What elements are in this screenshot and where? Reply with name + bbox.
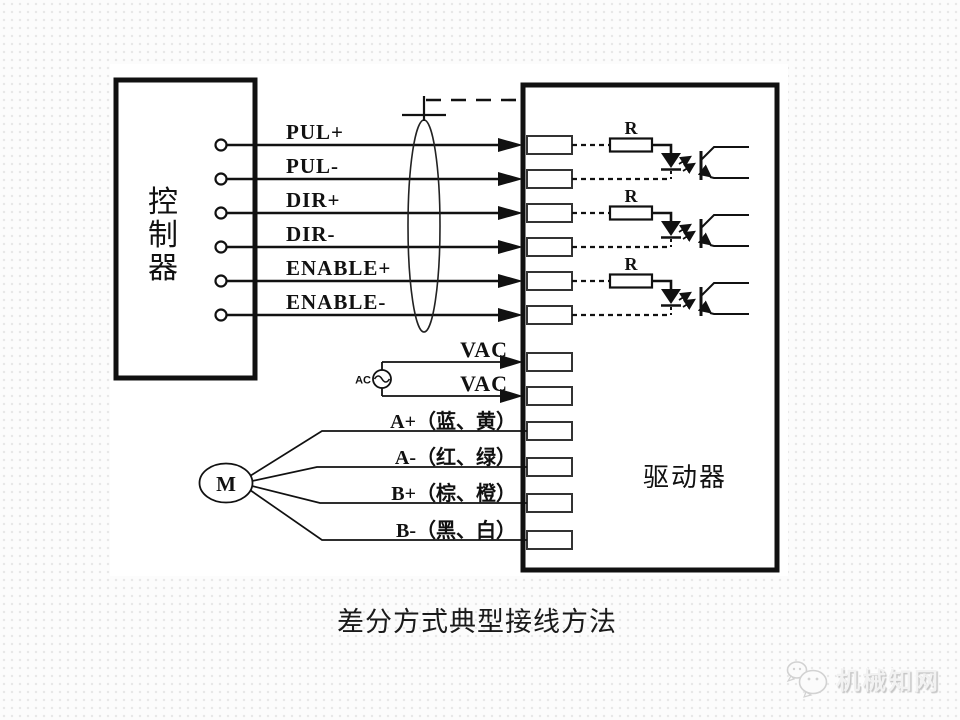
phototransistor-collector: [700, 214, 749, 229]
terminal-pin: [526, 352, 573, 372]
signal-wire-dir-plus: DIR+: [214, 188, 523, 220]
resistor-label: R: [625, 186, 639, 206]
wire-arrow: [498, 240, 523, 254]
terminal-pin: [526, 421, 573, 441]
terminal-pin: [526, 493, 573, 513]
terminal-pin: [526, 271, 573, 291]
motor-wire-label: B+（棕、橙）: [391, 481, 516, 505]
phototransistor-emitter-arrow: [697, 300, 713, 314]
resistor-box: [608, 205, 654, 221]
motor-wire-label: A-（红、绿）: [395, 445, 516, 469]
light-arrow: [678, 291, 692, 303]
controller-label-char: 制: [148, 219, 178, 252]
vac-wire-arrow: [500, 355, 523, 369]
signal-wire-pul-minus: PUL-: [214, 154, 523, 186]
terminal-pin: [526, 203, 573, 223]
resistor-label: R: [625, 118, 639, 138]
light-arrow: [678, 155, 692, 167]
optocoupler-pul: R: [572, 118, 749, 181]
phototransistor-collector: [700, 282, 749, 297]
controller-label-char: 控: [148, 186, 178, 219]
signal-wire-dir-minus: DIR-: [214, 222, 523, 254]
signal-wire-pul-plus: PUL+: [214, 120, 523, 152]
led-diode: [661, 221, 681, 236]
phototransistor-emitter-arrow: [697, 232, 713, 246]
motor-wire-label: A+（蓝、黄）: [390, 409, 516, 433]
signal-wire-label: DIR-: [286, 222, 336, 246]
terminal-circle: [214, 138, 228, 152]
driver-label: 驱动器: [643, 463, 727, 492]
wire-arrow: [498, 138, 523, 152]
motor-label: M: [216, 472, 236, 496]
vac-label: VAC: [460, 337, 508, 362]
led-anode-lead: [652, 143, 673, 153]
signal-wire-enable-minus: ENABLE-: [214, 290, 523, 322]
terminal-pin: [526, 169, 573, 189]
led-diode: [661, 289, 681, 304]
terminal-circle: [214, 206, 228, 220]
light-arrow: [682, 298, 696, 310]
terminal-pin: [526, 305, 573, 325]
phototransistor-emitter: [709, 244, 749, 247]
wire-arrow: [498, 206, 523, 220]
motor-wire-b-minus: [249, 489, 527, 541]
signal-wire-label: ENABLE-: [286, 290, 386, 314]
optocoupler-enable: R: [572, 254, 749, 317]
wire-arrow: [498, 274, 523, 288]
optocoupler-dir: R: [572, 186, 749, 249]
light-arrow: [678, 223, 692, 235]
signal-wire-label: DIR+: [286, 188, 340, 212]
terminal-pin: [526, 237, 573, 257]
motor-wire-a-plus: [249, 430, 527, 477]
terminal-pin: [526, 386, 573, 406]
driver-box: [520, 82, 780, 573]
wire-arrow: [498, 172, 523, 186]
terminal-circle: [214, 308, 228, 322]
controller-label-char: 器: [148, 252, 178, 285]
phototransistor-collector: [700, 146, 749, 161]
terminal-pin: [526, 457, 573, 477]
wire-arrow: [498, 308, 523, 322]
resistor-label: R: [625, 254, 639, 274]
motor-circle: [198, 462, 254, 504]
terminal-pin: [526, 530, 573, 550]
phototransistor-emitter-arrow: [697, 164, 713, 178]
motor-circuit: M A+（蓝、黄） A-（红、绿） B+（棕、橙） B-（黑、白）: [198, 409, 527, 542]
watermark-logo-icon: [786, 661, 828, 698]
vac-label: VAC: [460, 371, 508, 396]
light-arrow: [682, 162, 696, 174]
vac-wire-arrow: [500, 389, 523, 403]
led-anode-lead: [652, 279, 673, 289]
motor-wire-label: B-（黑、白）: [396, 518, 516, 542]
terminal-pin: [526, 135, 573, 155]
resistor-box: [608, 137, 654, 153]
terminal-circle: [214, 240, 228, 254]
watermark-text: 机械知网: [836, 667, 940, 695]
terminal-circle: [214, 172, 228, 186]
terminal-circle: [214, 274, 228, 288]
ac-supply-circuit: AC VAC VAC: [355, 337, 523, 403]
signal-wire-enable-plus: ENABLE+: [214, 256, 523, 288]
signal-wire-label: ENABLE+: [286, 256, 391, 280]
phototransistor-emitter: [709, 312, 749, 315]
controller-box: [113, 77, 258, 381]
ac-label: AC: [355, 375, 371, 387]
ac-sine-icon: [373, 375, 391, 383]
signal-wire-label: PUL-: [286, 154, 339, 178]
motor-wire-b-plus: [251, 485, 527, 504]
caption: 差分方式典型接线方法: [337, 607, 617, 637]
phototransistor-emitter: [709, 176, 749, 179]
led-anode-lead: [652, 211, 673, 221]
watermark: 机械知网: [784, 658, 940, 698]
signal-wire-label: PUL+: [286, 120, 344, 144]
motor-wire-a-minus: [251, 466, 527, 482]
resistor-box: [608, 273, 654, 289]
led-diode: [661, 153, 681, 168]
light-arrow: [682, 230, 696, 242]
